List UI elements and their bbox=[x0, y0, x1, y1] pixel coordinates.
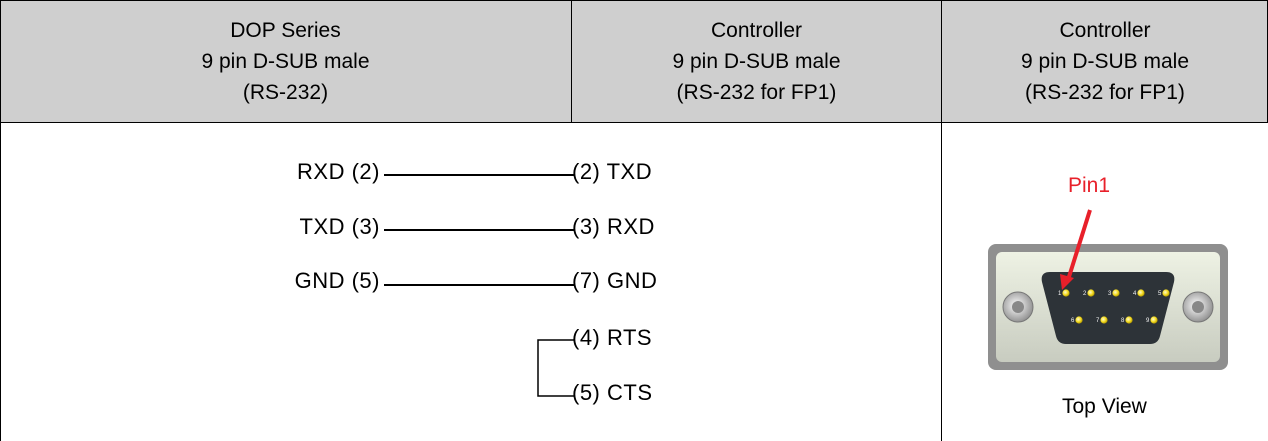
column-divider-1 bbox=[571, 0, 572, 123]
header-title: Controller bbox=[1059, 18, 1151, 42]
column-divider-2 bbox=[941, 0, 942, 441]
screw-right-hole bbox=[1192, 301, 1204, 313]
pin1-arrowhead bbox=[1060, 274, 1074, 290]
wire-line bbox=[384, 284, 574, 286]
right-pin-label: (7) GND bbox=[572, 268, 658, 293]
left-pin-label: TXD (3) bbox=[299, 214, 380, 239]
wire-line bbox=[384, 229, 574, 231]
header-cell-dop: DOP Series 9 pin D-SUB male (RS-232) bbox=[0, 0, 571, 122]
pin-number: 3 bbox=[1108, 291, 1112, 297]
pins-bottom-row bbox=[1075, 316, 1158, 324]
pin-number: 2 bbox=[1083, 291, 1087, 297]
screw-left-hole bbox=[1012, 301, 1024, 313]
pin-number: 1 bbox=[1058, 291, 1062, 297]
pin-1 bbox=[1062, 289, 1070, 297]
pin-number: 8 bbox=[1121, 318, 1125, 324]
left-pin-label: RXD (2) bbox=[297, 159, 380, 184]
pins-top-row bbox=[1062, 289, 1170, 297]
pin-number: 5 bbox=[1158, 291, 1162, 297]
left-pin-label: GND (5) bbox=[294, 268, 380, 293]
header-protocol: (RS-232) bbox=[242, 80, 329, 104]
pin-3 bbox=[1112, 289, 1120, 297]
right-pin-label: (5) CTS bbox=[572, 380, 653, 405]
pin-4 bbox=[1137, 289, 1145, 297]
pin-8 bbox=[1125, 316, 1133, 324]
pin-number: 6 bbox=[1071, 318, 1075, 324]
header-cell-controller: Controller 9 pin D-SUB male (RS-232 for … bbox=[572, 0, 941, 122]
pin-9 bbox=[1150, 316, 1158, 324]
right-pin-label: (3) RXD bbox=[572, 214, 655, 239]
header-subtitle: 9 pin D-SUB male bbox=[672, 49, 841, 73]
table-border-left bbox=[0, 0, 1, 441]
pin-number: 7 bbox=[1096, 318, 1100, 324]
header-protocol: (RS-232 for FP1) bbox=[1025, 80, 1185, 104]
header-protocol: (RS-232 for FP1) bbox=[676, 80, 837, 104]
header-subtitle: 9 pin D-SUB male bbox=[201, 49, 370, 73]
wire-line bbox=[384, 174, 574, 176]
header-subtitle: 9 pin D-SUB male bbox=[1020, 49, 1190, 73]
header-divider bbox=[0, 122, 1268, 123]
header-title: DOP Series bbox=[230, 18, 341, 42]
right-pin-label: (2) TXD bbox=[572, 159, 653, 184]
header-cell-controller-view: Controller 9 pin D-SUB male (RS-232 for … bbox=[942, 0, 1268, 122]
pin-7 bbox=[1100, 316, 1108, 324]
pin1-arrow bbox=[1066, 209, 1092, 281]
db9-connector-image: 1 2 3 4 5 6 7 8 9 bbox=[988, 209, 1228, 370]
table-border-top bbox=[0, 0, 1268, 1]
right-pin-label: (4) RTS bbox=[572, 325, 653, 350]
top-view-label: Top View bbox=[1062, 395, 1147, 418]
header-title: Controller bbox=[710, 18, 803, 42]
pin-number: 4 bbox=[1133, 291, 1137, 297]
pin-2 bbox=[1087, 289, 1095, 297]
pin1-label: Pin1 bbox=[1068, 174, 1111, 197]
pin-number: 9 bbox=[1146, 318, 1150, 324]
loopback-bracket bbox=[537, 339, 574, 397]
pin-5 bbox=[1162, 289, 1170, 297]
pin-6 bbox=[1075, 316, 1083, 324]
